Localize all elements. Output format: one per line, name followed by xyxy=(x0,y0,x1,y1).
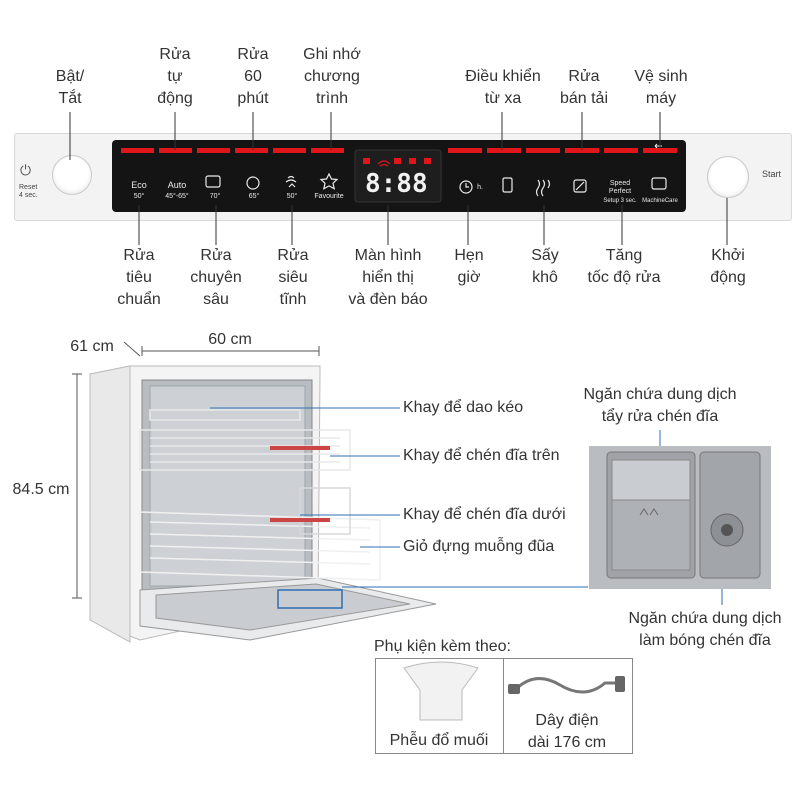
label-silent: Rửa siêu tĩnh xyxy=(277,247,309,308)
dim-depth: 61 cm xyxy=(70,338,114,355)
label-start: Khởi động xyxy=(710,247,746,286)
part-cutlery-basket: Giỏ đựng muỗng đũa xyxy=(403,538,555,555)
indicator-silent xyxy=(273,148,306,153)
dimension-lines xyxy=(72,341,320,599)
halfload-icon xyxy=(573,179,587,193)
indicator-eco xyxy=(121,148,154,153)
timer-clock-icon xyxy=(459,180,473,194)
upper-rack-lines xyxy=(139,409,351,471)
eco-temp: 50° xyxy=(133,193,145,200)
indicator-machinecare xyxy=(643,148,677,153)
display-digits: 8:88 xyxy=(365,169,428,199)
salt-funnel-icon xyxy=(403,661,479,721)
intensive-pot-icon xyxy=(205,175,221,188)
indicator-dry xyxy=(526,148,560,153)
indicator-remote xyxy=(487,148,521,153)
reset-label: Reset 4 sec. xyxy=(19,184,38,199)
detergent-lid xyxy=(611,499,691,571)
wash60-clock-icon xyxy=(246,176,260,190)
label-display: Màn hình hiển thị và đèn báo xyxy=(348,247,428,308)
part-upper-rack: Khay để chén đĩa trên xyxy=(403,447,560,464)
remote-phone-icon xyxy=(502,177,513,193)
part-cutlery-tray: Khay để dao kéo xyxy=(403,399,524,416)
label-auto: Rửa tự động xyxy=(157,46,193,107)
power-button[interactable] xyxy=(52,155,92,195)
intensive-temp: 70° xyxy=(209,193,221,200)
part-rinse-aid: Ngăn chứa dung dịch làm bóng chén đĩa xyxy=(628,610,782,649)
label-timer: Hẹn giờ xyxy=(454,247,484,286)
speed-label[interactable]: Speed Perfect xyxy=(608,180,632,195)
favourite-star-icon xyxy=(319,172,339,190)
accessory-cable-label: Dây điện dài 176 cm xyxy=(527,712,607,751)
machinecare-arrow-icon xyxy=(654,143,662,149)
indicator-halfload xyxy=(565,148,599,153)
indicator-60 xyxy=(235,148,268,153)
label-dry: Sấy khô xyxy=(531,247,559,286)
label-speed: Tăng tốc độ rửa xyxy=(587,247,661,286)
part-detergent: Ngăn chứa dung dịch tẩy rửa chén đĩa xyxy=(583,386,737,425)
part-lower-rack: Khay để chén đĩa dưới xyxy=(403,506,566,523)
accessory-cable-box xyxy=(503,658,633,754)
indicator-intensive xyxy=(197,148,230,153)
machinecare-label[interactable]: MachineCare xyxy=(642,198,678,204)
dim-width: 60 cm xyxy=(208,331,252,348)
label-intensive: Rửa chuyên sâu xyxy=(190,247,242,308)
label-halfload: Rửa bán tải xyxy=(559,68,609,107)
silent-temp: 50° xyxy=(286,193,298,200)
dim-height: 84.5 cm xyxy=(12,481,70,498)
program-indicator-bars xyxy=(121,148,677,153)
start-button[interactable] xyxy=(707,156,749,198)
detergent-highlight-box xyxy=(277,589,343,609)
accessory-funnel-label: Phễu đổ muối xyxy=(389,732,489,749)
indicator-auto xyxy=(159,148,192,153)
indicator-speed xyxy=(604,148,638,153)
door-inner xyxy=(155,583,411,631)
favourite-label[interactable]: Favourite xyxy=(314,193,344,200)
part-leader-lines xyxy=(210,407,723,605)
speed-sub-label: Setup 3 sec. xyxy=(603,198,637,204)
power-cable-icon xyxy=(513,677,617,694)
eco-button-label[interactable]: Eco xyxy=(131,180,147,190)
auto-button-label[interactable]: Auto xyxy=(167,180,187,190)
label-favourite: Ghi nhớ chương trình xyxy=(303,46,361,107)
power-icon: ⏻ xyxy=(20,162,32,178)
label-eco: Rửa tiêu chuẩn xyxy=(117,247,161,308)
label-remote: Điều khiển từ xa xyxy=(465,68,541,107)
label-wash60: Rửa 60 phút xyxy=(237,46,269,107)
timer-suffix: h. xyxy=(477,184,483,191)
label-power: Bật/ Tắt xyxy=(55,68,85,107)
machinecare-icon xyxy=(651,177,667,190)
wifi-icon xyxy=(377,160,391,167)
accessories-title: Phụ kiện kèm theo: xyxy=(374,638,511,655)
plug-icon xyxy=(615,676,625,692)
label-machinecare: Vệ sinh máy xyxy=(634,68,688,107)
cutlery-basket xyxy=(299,487,351,535)
indicator-timer xyxy=(448,148,482,153)
wash60-temp: 65° xyxy=(248,193,260,200)
silent-icon xyxy=(285,175,297,188)
auto-temp: 45°-65° xyxy=(165,193,189,200)
display-status-icons xyxy=(363,158,431,164)
display-screen xyxy=(354,149,442,203)
start-label: Start xyxy=(762,169,782,179)
dry-icon xyxy=(535,179,551,197)
dishwasher-side xyxy=(89,365,131,643)
indicator-favourite xyxy=(311,148,344,153)
